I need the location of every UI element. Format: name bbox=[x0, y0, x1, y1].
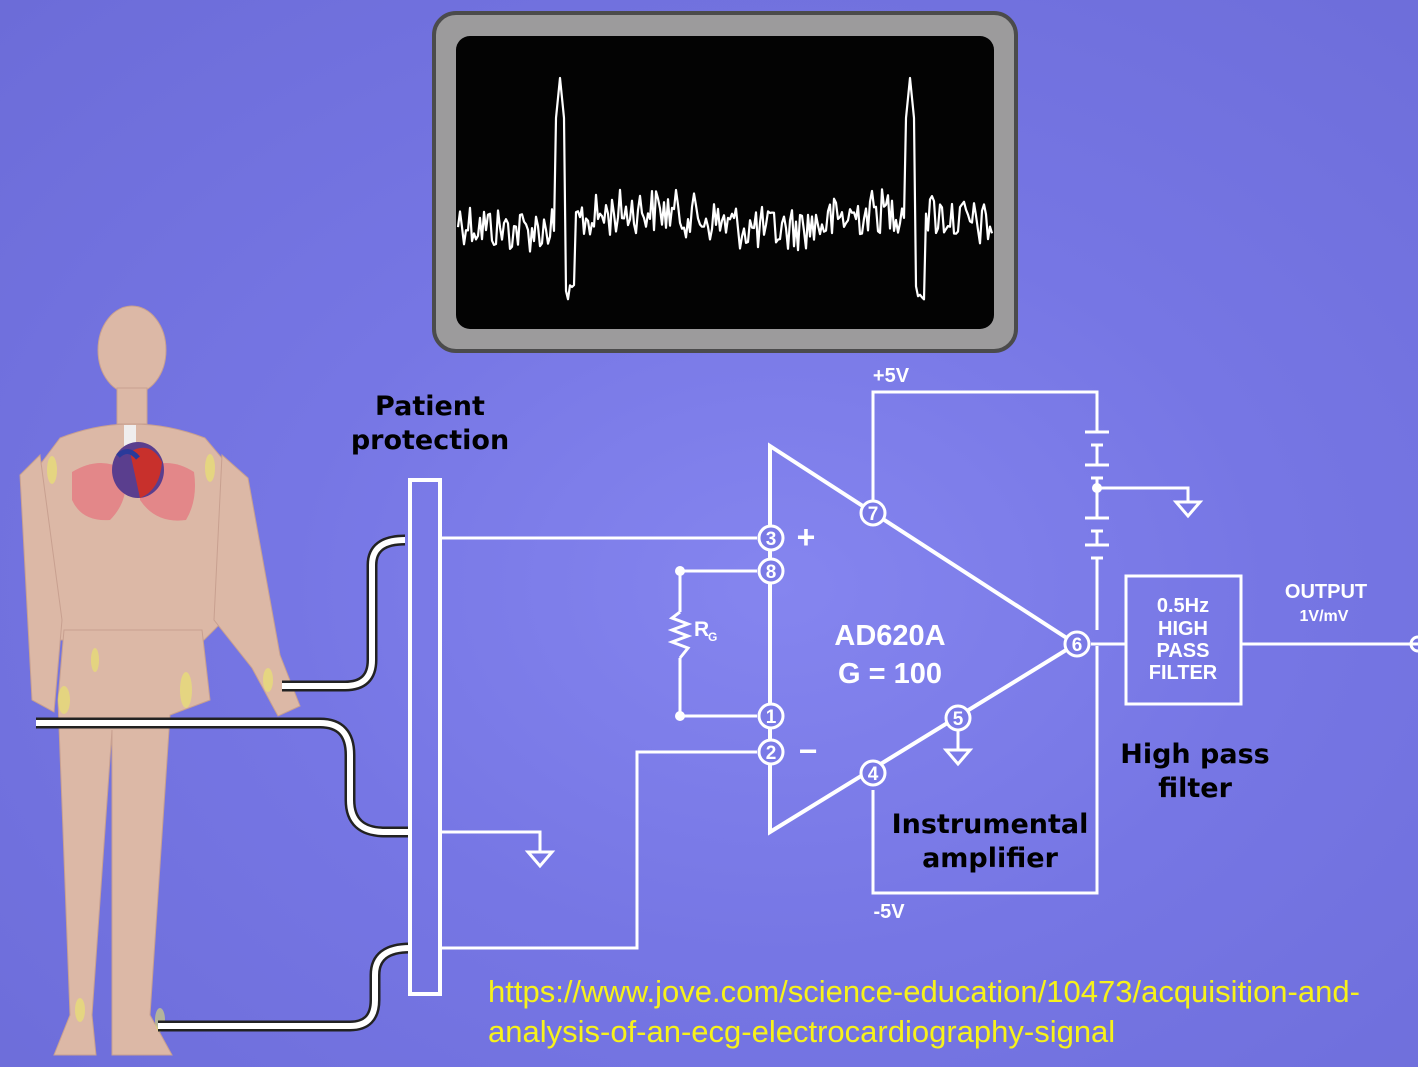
pin-label: 5 bbox=[953, 709, 964, 730]
ecg-monitor bbox=[432, 11, 1018, 353]
vplus-label: +5V bbox=[873, 365, 910, 387]
ecg-trace bbox=[456, 76, 994, 301]
filter-line: HIGH bbox=[1158, 618, 1208, 640]
high-pass-filter-block: 0.5Hz HIGH PASS FILTER bbox=[1124, 574, 1243, 706]
amplifier-triangle bbox=[768, 442, 1080, 836]
pin-label: 1 bbox=[766, 707, 777, 728]
minus-sign: − bbox=[799, 733, 818, 769]
pin-label: 2 bbox=[766, 743, 777, 764]
plus-sign: + bbox=[797, 519, 816, 555]
label-instrumental-amplifier: Instrumental amplifier bbox=[891, 809, 1089, 874]
pin-label: 3 bbox=[766, 529, 777, 550]
pin-label: 4 bbox=[868, 764, 879, 785]
output-title: OUTPUT bbox=[1285, 581, 1367, 603]
filter-line: FILTER bbox=[1149, 662, 1218, 684]
amp-pins: 3 8 1 2 7 6 5 4 bbox=[757, 499, 1091, 787]
amp-gain: G = 100 bbox=[838, 658, 942, 690]
output-gain: 1V/mV bbox=[1300, 608, 1349, 625]
filter-line: 0.5Hz bbox=[1157, 595, 1209, 617]
resistor-label: R bbox=[694, 618, 709, 641]
label-patient-protection: Patient protection bbox=[350, 391, 510, 456]
pin-label: 8 bbox=[766, 562, 777, 583]
electrode-leads bbox=[36, 534, 411, 1032]
protection-bar bbox=[408, 478, 442, 996]
human-figure bbox=[19, 305, 301, 1056]
circuit-wires bbox=[440, 390, 1418, 950]
amp-name: AD620A bbox=[834, 620, 945, 652]
filter-line: PASS bbox=[1157, 640, 1210, 662]
vminus-label: -5V bbox=[873, 901, 905, 923]
pin-label: 6 bbox=[1072, 635, 1083, 656]
source-url[interactable]: https://www.jove.com/science-education/1… bbox=[488, 974, 1360, 1049]
resistor-subscript: G bbox=[708, 630, 717, 644]
pin-label: 7 bbox=[868, 504, 879, 525]
label-high-pass-filter: High pass filter bbox=[1120, 739, 1270, 804]
